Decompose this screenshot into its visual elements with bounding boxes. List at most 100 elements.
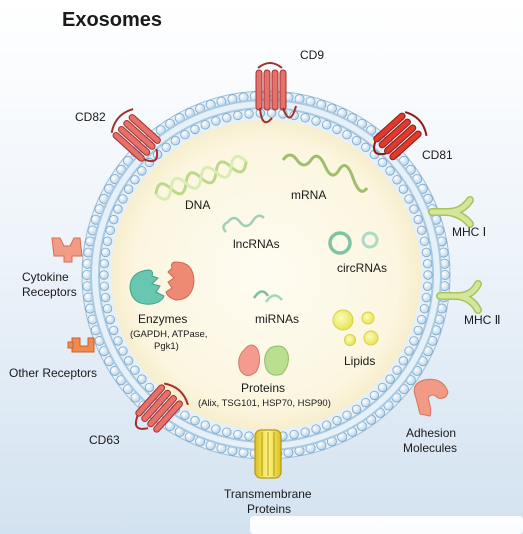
other-receptors-label: Other Receptors xyxy=(9,366,97,380)
dna-label: DNA xyxy=(185,198,210,212)
membrane-bead xyxy=(311,116,321,126)
membrane-bead xyxy=(321,120,332,130)
membrane-bead xyxy=(321,420,332,430)
membrane-bead xyxy=(109,325,119,336)
membrane-bead xyxy=(332,124,342,135)
membrane-bead xyxy=(421,247,432,258)
membrane-bead xyxy=(332,415,342,426)
membrane-bead xyxy=(351,135,362,146)
membrane-bead xyxy=(200,120,211,130)
membrane-bead xyxy=(419,303,430,314)
cd63-label: CD63 xyxy=(89,433,120,447)
membrane-bead xyxy=(180,410,190,421)
lncrnas-label: lncRNAs xyxy=(233,237,280,251)
membrane-bead xyxy=(222,113,232,123)
cd81-label: CD81 xyxy=(422,148,453,162)
membrane-bead xyxy=(419,236,430,247)
membrane-bead xyxy=(200,420,211,430)
cd81-tetraspanin xyxy=(373,111,428,161)
membrane-bead xyxy=(123,184,134,194)
cd82-label: CD82 xyxy=(75,110,106,124)
membrane-bead xyxy=(377,157,388,168)
membrane-bead xyxy=(351,404,362,415)
mhc2-receptor xyxy=(436,280,482,314)
adhesion-label-2: Molecules xyxy=(403,441,457,455)
cd9-tetraspanin xyxy=(255,62,297,124)
cd9-label: CD9 xyxy=(300,48,324,62)
membrane-bead xyxy=(369,390,380,401)
membrane-bead xyxy=(211,424,221,434)
adhesion-molecule xyxy=(413,378,449,417)
membrane-bead xyxy=(398,184,409,194)
membrane-bead xyxy=(170,135,181,146)
membrane-bead xyxy=(404,194,414,204)
enzyme-shapes xyxy=(129,261,195,305)
membrane-bead xyxy=(180,129,190,140)
membrane-bead xyxy=(311,424,321,434)
membrane-bead xyxy=(398,356,409,366)
membrane-bead xyxy=(361,142,371,153)
membrane-bead xyxy=(423,270,433,280)
transmembrane-protein xyxy=(254,429,282,479)
membrane-bead xyxy=(244,109,254,119)
membrane-bead xyxy=(421,292,432,303)
membrane-bead xyxy=(417,314,427,325)
membrane-bead xyxy=(190,124,200,135)
membrane-bead xyxy=(244,431,254,441)
membrane-bead xyxy=(118,194,128,204)
membrane-bead xyxy=(113,204,123,214)
enzymes-detail-1: (GAPDH, ATPase, xyxy=(130,329,207,340)
membrane-bead xyxy=(130,175,140,185)
membrane-bead xyxy=(233,110,243,121)
membrane-bead xyxy=(99,270,109,280)
membrane-bead xyxy=(342,410,352,421)
exosome-lumen xyxy=(111,120,421,430)
membrane-bead xyxy=(130,365,140,375)
mrna-strand xyxy=(281,153,369,193)
transmembrane-label-2: Proteins xyxy=(247,502,291,516)
proteins-label: Proteins xyxy=(241,381,285,395)
membrane-bead xyxy=(422,281,433,292)
other-receptor xyxy=(67,337,95,353)
membrane-bead xyxy=(161,142,171,153)
mrna-label: mRNA xyxy=(291,188,326,202)
membrane-bead xyxy=(377,382,388,393)
membrane-bead xyxy=(422,259,433,269)
membrane-bead xyxy=(300,427,310,437)
membrane-bead xyxy=(211,116,221,126)
membrane-bead xyxy=(413,214,423,225)
dna-helix xyxy=(154,154,248,201)
cd63-tetraspanin xyxy=(134,382,189,433)
membrane-bead xyxy=(105,314,115,325)
proteins-detail: (Alix, TSG101, HSP70, HSP90) xyxy=(198,398,331,409)
lipids-label: Lipids xyxy=(344,354,375,368)
membrane-bead xyxy=(342,129,352,140)
membrane-bead xyxy=(300,113,310,123)
membrane-bead xyxy=(100,247,111,258)
mirna-strands xyxy=(252,290,283,303)
cytokine-receptor xyxy=(51,237,83,263)
membrane-bead xyxy=(123,356,134,366)
enzymes-detail-2: Pgk1) xyxy=(154,341,179,352)
membrane-bead xyxy=(118,346,128,356)
membrane-bead xyxy=(361,397,371,408)
membrane xyxy=(81,90,451,460)
circrna-rings xyxy=(328,231,379,255)
adhesion-label-1: Adhesion xyxy=(406,426,456,440)
protein-shapes xyxy=(238,344,289,376)
membrane-bead xyxy=(409,204,419,214)
cytokine-label-1: Cytokine xyxy=(22,270,69,284)
membrane-bead xyxy=(266,108,277,118)
membrane-bead xyxy=(409,336,419,346)
membrane-bead xyxy=(144,382,155,393)
lncrna-strands xyxy=(222,214,265,233)
bottom-panel xyxy=(250,516,523,534)
membrane-bead xyxy=(385,374,395,384)
cd82-tetraspanin xyxy=(110,108,161,163)
membrane-bead xyxy=(113,336,123,346)
membrane-bead xyxy=(385,166,395,176)
membrane-bead xyxy=(99,281,110,292)
membrane-bead xyxy=(105,225,115,236)
